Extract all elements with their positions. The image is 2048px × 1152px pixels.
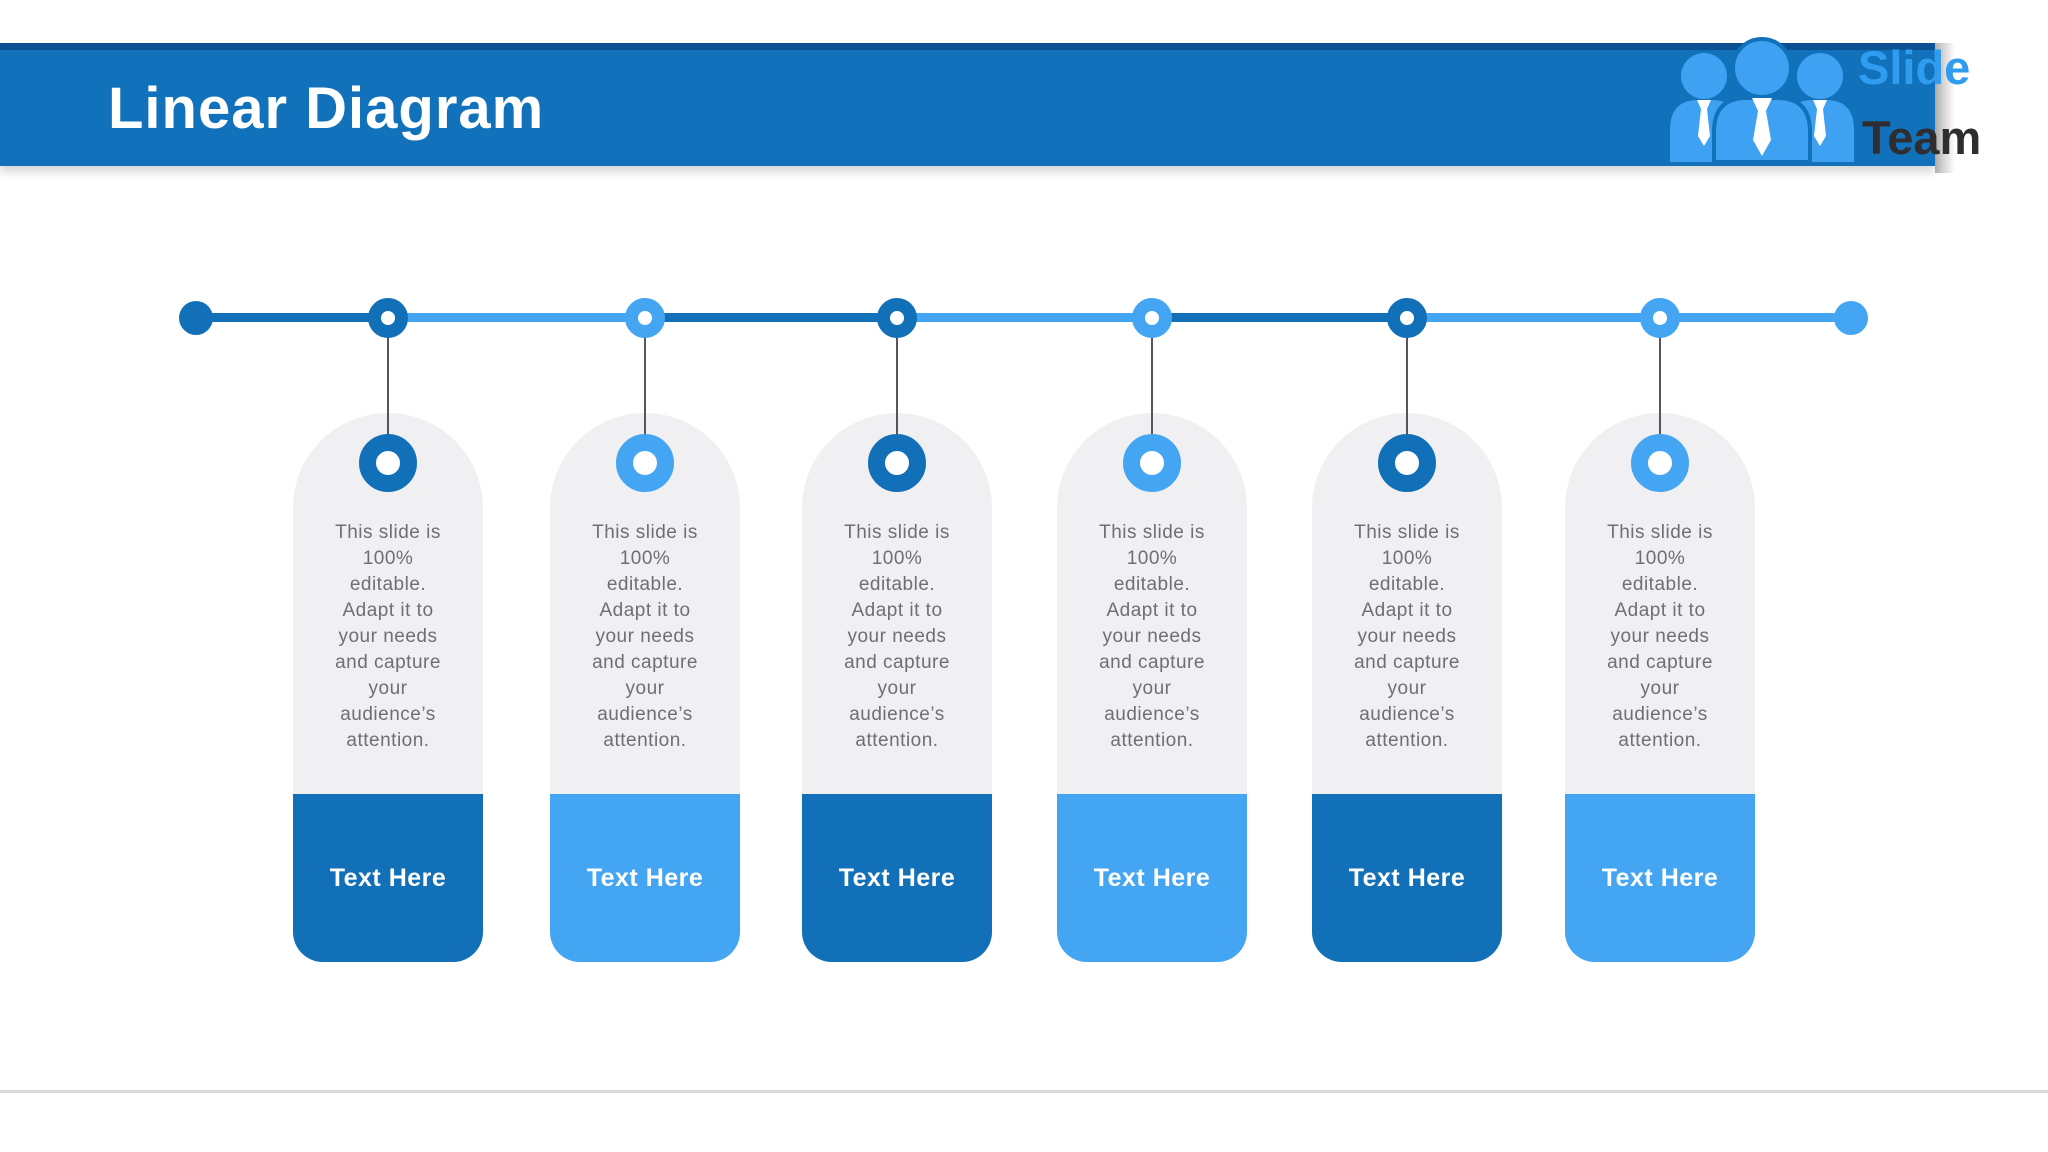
card-body-text: This slide is 100% editable. Adapt it to…: [844, 522, 950, 751]
timeline-end-cap: [1834, 301, 1868, 335]
timeline-segment: [897, 313, 1152, 322]
card-footer-label: Text Here: [802, 794, 992, 962]
timeline-segment: [1152, 313, 1407, 322]
timeline-segment: [1407, 313, 1660, 322]
card-1: This slide is 100% editable. Adapt it to…: [293, 413, 483, 962]
timeline-start-cap: [179, 301, 213, 335]
bottom-separator-line: [0, 1090, 2048, 1093]
card-body-text: This slide is 100% editable. Adapt it to…: [335, 522, 441, 751]
timeline-node: [368, 298, 408, 338]
card-donut-icon: [868, 434, 926, 492]
timeline-segment: [196, 313, 388, 322]
header-bar: Linear Diagram: [0, 43, 1935, 166]
timeline-node: [1132, 298, 1172, 338]
card-donut-icon: [616, 434, 674, 492]
card-5: This slide is 100% editable. Adapt it to…: [1312, 413, 1502, 962]
timeline-node: [1640, 298, 1680, 338]
logo-text-team: Team: [1862, 111, 1982, 164]
connector-line: [1659, 333, 1661, 436]
connector-line: [644, 333, 646, 436]
timeline-node: [1387, 298, 1427, 338]
timeline-node: [877, 298, 917, 338]
card-donut-icon: [1378, 434, 1436, 492]
card-6: This slide is 100% editable. Adapt it to…: [1565, 413, 1755, 962]
card-2: This slide is 100% editable. Adapt it to…: [550, 413, 740, 962]
card-body-text: This slide is 100% editable. Adapt it to…: [1354, 522, 1460, 751]
card-donut-icon: [1631, 434, 1689, 492]
card-body-text: This slide is 100% editable. Adapt it to…: [592, 522, 698, 751]
timeline-segment: [388, 313, 645, 322]
header-page-curl: [1935, 43, 1955, 173]
card-body-text: This slide is 100% editable. Adapt it to…: [1607, 522, 1713, 751]
card-footer-label: Text Here: [1057, 794, 1247, 962]
connector-line: [896, 333, 898, 436]
logo-text-slide: Slide: [1858, 41, 1971, 94]
card-footer-label: Text Here: [550, 794, 740, 962]
card-donut-icon: [359, 434, 417, 492]
team-people-icon: [1670, 37, 1854, 162]
card-footer-label: Text Here: [1312, 794, 1502, 962]
timeline-segment: [1660, 313, 1851, 322]
page-title: Linear Diagram: [108, 75, 545, 141]
card-3: This slide is 100% editable. Adapt it to…: [802, 413, 992, 962]
connector-line: [387, 333, 389, 436]
timeline-segment: [645, 313, 897, 322]
card-4: This slide is 100% editable. Adapt it to…: [1057, 413, 1247, 962]
card-footer-label: Text Here: [293, 794, 483, 962]
card-donut-icon: [1123, 434, 1181, 492]
connector-line: [1151, 333, 1153, 436]
card-body-text: This slide is 100% editable. Adapt it to…: [1099, 522, 1205, 751]
connector-line: [1406, 333, 1408, 436]
timeline-node: [625, 298, 665, 338]
card-footer-label: Text Here: [1565, 794, 1755, 962]
